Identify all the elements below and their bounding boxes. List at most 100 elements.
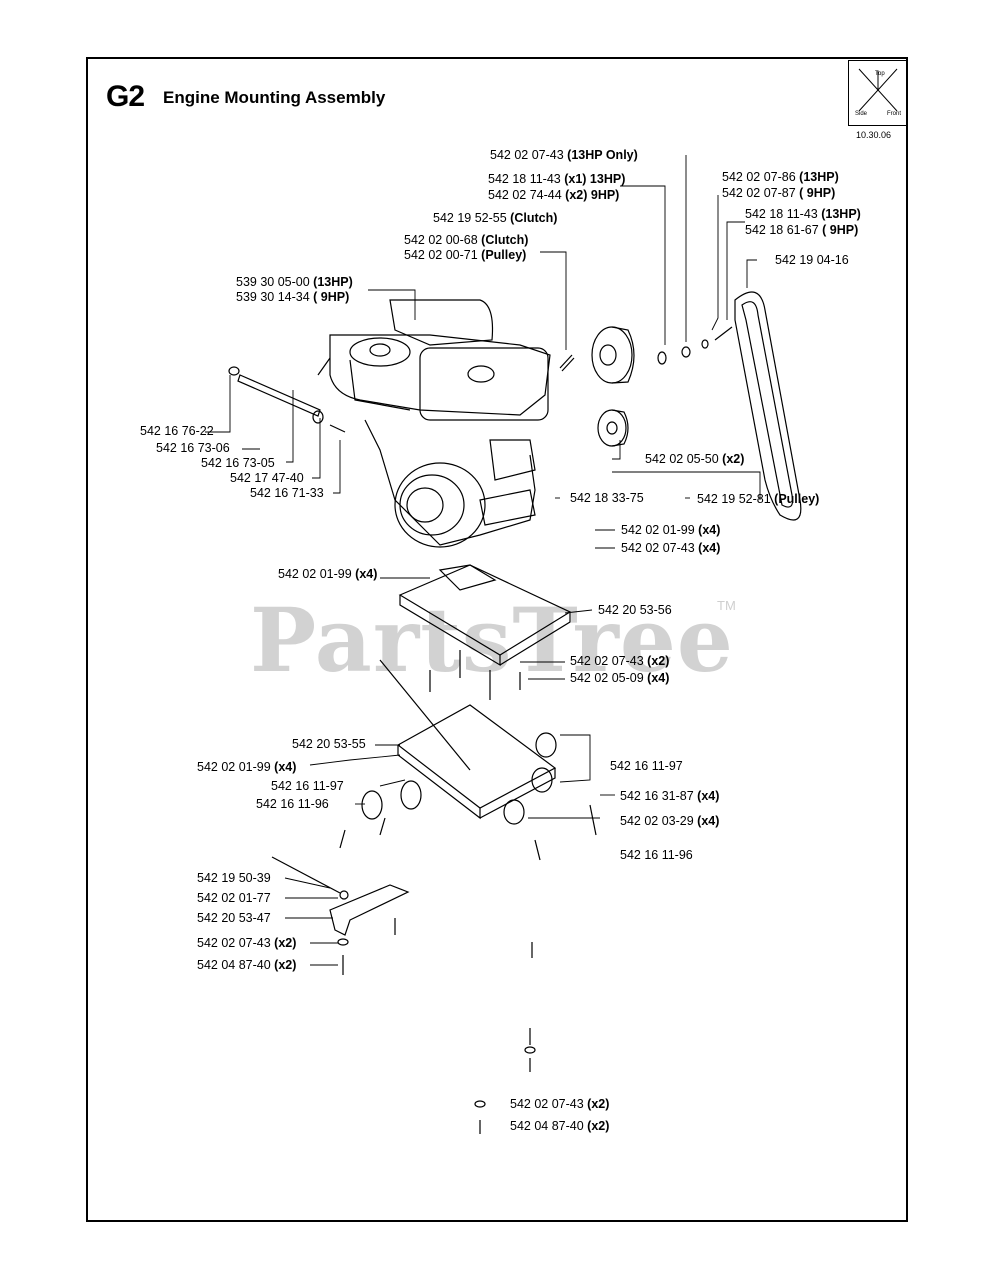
part-callout: 542 20 53-56 bbox=[598, 603, 672, 618]
orientation-arrows-icon: Top Side Front bbox=[855, 68, 901, 117]
part-number: 542 16 71-33 bbox=[250, 486, 324, 500]
part-number: 542 16 11-96 bbox=[256, 797, 329, 811]
part-qualifier: (x4) bbox=[351, 567, 378, 581]
part-callout: 542 02 07-87 ( 9HP) bbox=[722, 186, 835, 201]
part-callout: 542 16 71-33 bbox=[250, 486, 324, 501]
part-callout: 542 16 11-97 bbox=[610, 759, 683, 774]
part-number: 542 04 87-40 bbox=[197, 958, 271, 972]
part-callout: 542 04 87-40 (x2) bbox=[197, 958, 296, 973]
part-number: 542 02 03-29 bbox=[620, 814, 694, 828]
part-number: 542 16 73-05 bbox=[201, 456, 275, 470]
part-number: 542 02 05-09 bbox=[570, 671, 644, 685]
part-callout: 542 16 73-06 bbox=[156, 441, 230, 456]
part-qualifier: (Pulley) bbox=[770, 492, 820, 506]
orientation-marker: Top Side Front bbox=[848, 60, 908, 126]
diagram-frame bbox=[86, 57, 908, 1222]
part-callout: 542 16 31-87 (x4) bbox=[620, 789, 719, 804]
part-number: 542 02 07-43 bbox=[490, 148, 564, 162]
part-number: 542 19 04-16 bbox=[775, 253, 849, 267]
part-qualifier: (13HP) bbox=[309, 275, 353, 289]
part-number: 542 02 05-50 bbox=[645, 452, 719, 466]
part-callout: 542 19 52-55 (Clutch) bbox=[433, 211, 557, 226]
part-callout: 542 02 01-99 (x4) bbox=[278, 567, 377, 582]
part-number: 542 02 07-43 bbox=[621, 541, 695, 555]
part-callout: 542 19 50-39 bbox=[197, 871, 271, 886]
part-callout: 542 16 76-22 bbox=[140, 424, 214, 439]
part-number: 542 02 07-43 bbox=[510, 1097, 584, 1111]
part-number: 542 02 01-99 bbox=[621, 523, 695, 537]
part-callout: 542 16 11-96 bbox=[620, 848, 693, 863]
part-number: 542 16 73-06 bbox=[156, 441, 230, 455]
part-qualifier: (x2) bbox=[583, 1119, 610, 1133]
part-qualifier: (13HP) bbox=[795, 170, 839, 184]
page-title: Engine Mounting Assembly bbox=[163, 88, 386, 107]
part-qualifier: (Clutch) bbox=[506, 211, 558, 225]
lower-mount-plate-illustration bbox=[339, 659, 597, 861]
part-qualifier: (x2) bbox=[718, 452, 745, 466]
part-qualifier: (13HP Only) bbox=[563, 148, 638, 162]
part-number: 542 19 50-39 bbox=[197, 871, 271, 885]
part-qualifier: (Pulley) bbox=[477, 248, 527, 262]
part-qualifier: (x4) bbox=[694, 523, 721, 537]
part-number: 542 02 07-43 bbox=[570, 654, 644, 668]
part-callout: 542 17 47-40 bbox=[230, 471, 304, 486]
part-number: 542 02 01-77 bbox=[197, 891, 271, 905]
part-qualifier: (x4) bbox=[694, 541, 721, 555]
part-number: 542 19 52-81 bbox=[697, 492, 771, 506]
section-code: G2 bbox=[106, 80, 145, 113]
part-qualifier: (x2) 9HP) bbox=[561, 188, 620, 202]
part-callout: 539 30 14-34 ( 9HP) bbox=[236, 290, 349, 305]
part-number: 542 16 31-87 bbox=[620, 789, 694, 803]
part-callout: 542 02 00-68 (Clutch) bbox=[404, 233, 528, 248]
part-callout: 542 04 87-40 (x2) bbox=[510, 1119, 609, 1134]
part-number: 542 02 01-99 bbox=[278, 567, 352, 581]
part-callout: 542 18 33-75 bbox=[570, 491, 644, 506]
watermark-logo: PartsTree bbox=[250, 588, 734, 692]
part-callout: 542 02 01-99 (x4) bbox=[621, 523, 720, 538]
part-number: 542 18 11-43 bbox=[488, 172, 561, 186]
part-qualifier: ( 9HP) bbox=[818, 223, 859, 237]
part-number: 542 02 00-71 bbox=[404, 248, 478, 262]
engine-illustration bbox=[317, 299, 551, 548]
part-callout: 542 02 00-71 (Pulley) bbox=[404, 248, 526, 263]
part-number: 542 16 76-22 bbox=[140, 424, 214, 438]
part-qualifier: (13HP) bbox=[817, 207, 861, 221]
part-number: 542 19 52-55 bbox=[433, 211, 507, 225]
part-callout: 542 02 05-09 (x4) bbox=[570, 671, 669, 686]
part-number: 542 16 11-97 bbox=[271, 779, 344, 793]
part-qualifier: ( 9HP) bbox=[795, 186, 836, 200]
part-qualifier: (x2) bbox=[270, 936, 297, 950]
part-number: 542 20 53-47 bbox=[197, 911, 271, 925]
part-number: 542 02 74-44 bbox=[488, 188, 562, 202]
part-callout: 542 18 61-67 ( 9HP) bbox=[745, 223, 858, 238]
part-number: 539 30 14-34 bbox=[236, 290, 310, 304]
part-number: 542 02 07-86 bbox=[722, 170, 796, 184]
part-number: 542 18 33-75 bbox=[570, 491, 644, 505]
part-callout: 542 19 04-16 bbox=[775, 253, 849, 268]
part-number: 542 16 11-96 bbox=[620, 848, 693, 862]
part-callout: 542 16 11-97 bbox=[271, 779, 344, 794]
part-callout: 542 02 01-99 (x4) bbox=[197, 760, 296, 775]
part-callout: 542 18 11-43 (x1) 13HP) bbox=[488, 172, 625, 187]
upper-mount-plate-illustration bbox=[398, 564, 572, 700]
part-qualifier: (x1) 13HP) bbox=[560, 172, 626, 186]
part-number: 542 17 47-40 bbox=[230, 471, 304, 485]
part-number: 542 18 11-43 bbox=[745, 207, 818, 221]
part-callout: 542 19 52-81 (Pulley) bbox=[697, 492, 819, 507]
part-number: 539 30 05-00 bbox=[236, 275, 310, 289]
page-date: 10.30.06 bbox=[856, 130, 892, 140]
clutch-pulley-illustration bbox=[559, 326, 733, 447]
part-number: 542 16 11-97 bbox=[610, 759, 683, 773]
part-qualifier: (x4) bbox=[643, 671, 670, 685]
part-callout: 542 02 07-43 (x2) bbox=[510, 1097, 609, 1112]
part-number: 542 04 87-40 bbox=[510, 1119, 584, 1133]
part-callout: 542 18 11-43 (13HP) bbox=[745, 207, 861, 222]
part-callout: 542 02 07-43 (13HP Only) bbox=[490, 148, 638, 163]
part-callout: 542 02 07-43 (x2) bbox=[570, 654, 669, 669]
svg-text:Side: Side bbox=[855, 111, 868, 117]
part-callout: 542 02 05-50 (x2) bbox=[645, 452, 744, 467]
part-callout: 542 02 01-77 bbox=[197, 891, 271, 906]
part-qualifier: (x2) bbox=[643, 654, 670, 668]
part-callout: 542 16 11-96 bbox=[256, 797, 329, 812]
part-qualifier: (Clutch) bbox=[477, 233, 529, 247]
